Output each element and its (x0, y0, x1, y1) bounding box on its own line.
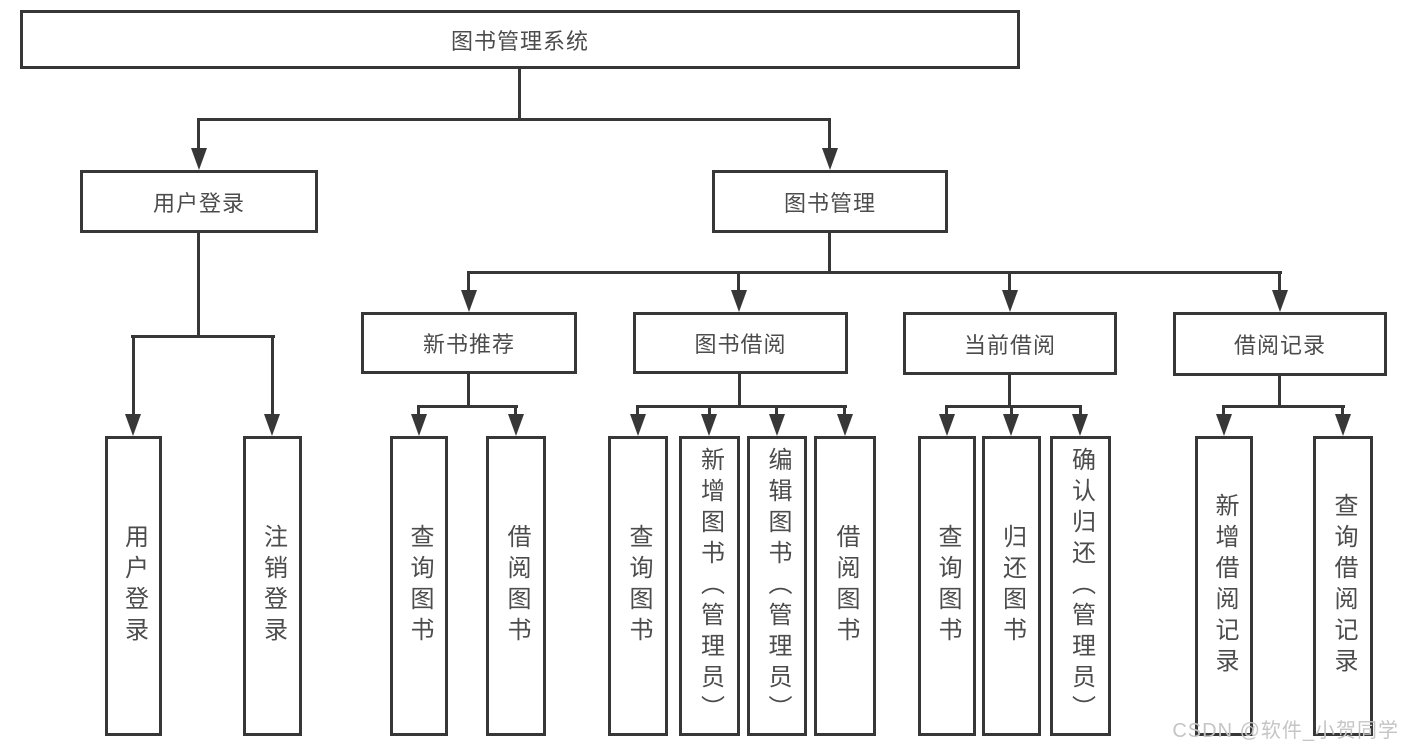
csdn-watermark: CSDN @软件_小贺同学 (1172, 720, 1399, 742)
connector-drop-leaf (1079, 405, 1082, 416)
connector-book-management-bus (467, 271, 1282, 274)
leaf-user-login: 用户登录 (105, 436, 162, 736)
leaf-query-borrow-record-label: 查询借阅记录 (1330, 493, 1357, 679)
leaf-borrow-books-borrowing-label: 借阅图书 (832, 524, 859, 648)
connector-drop-group (737, 271, 740, 292)
node-current-borrowing-label: 当前借阅 (963, 332, 1056, 358)
connector-drop-leaf (271, 335, 274, 416)
connector-group-stem (738, 372, 741, 408)
node-new-book-recommendation: 新书推荐 (361, 312, 577, 374)
connector-group-stem (1008, 373, 1011, 408)
arrow-down-icon (1216, 414, 1232, 436)
connector-group-bus (1222, 405, 1345, 408)
leaf-borrow-books-recommend-label: 借阅图书 (503, 524, 530, 648)
leaf-return-book-label: 归还图书 (998, 524, 1026, 648)
arrow-down-icon (837, 414, 853, 436)
leaf-return-book: 归还图书 (982, 436, 1041, 736)
arrow-down-icon (939, 414, 955, 436)
arrow-down-icon (461, 290, 477, 312)
connector-drop-leaf (132, 335, 135, 416)
connector-drop-leaf (775, 405, 778, 416)
connector-root-bus (197, 118, 831, 121)
node-book-management-label: 图书管理 (783, 190, 876, 216)
connector-drop-group (1008, 271, 1011, 292)
node-library-management-system-label: 图书管理系统 (450, 28, 589, 54)
leaf-confirm-return-admin-label: 确认归还（管理员） (1067, 446, 1095, 726)
arrow-down-icon (508, 414, 524, 436)
leaf-query-books-recommend: 查询图书 (390, 436, 448, 736)
connector-root-stem (518, 67, 521, 120)
connector-group-stem (467, 372, 470, 408)
connector-drop-leaf (1010, 405, 1013, 416)
node-current-borrowing: 当前借阅 (903, 312, 1117, 375)
arrow-down-icon (191, 148, 207, 170)
leaf-query-borrow-record: 查询借阅记录 (1313, 436, 1373, 736)
connector-group-bus (417, 405, 518, 408)
leaf-logout-label: 注销登录 (259, 524, 287, 648)
arrow-down-icon (630, 414, 646, 436)
node-borrowing-records: 借阅记录 (1173, 312, 1387, 376)
node-user-login-label: 用户登录 (152, 190, 245, 216)
leaf-add-borrow-record-label: 新增借阅记录 (1211, 493, 1238, 679)
arrow-down-icon (1272, 290, 1288, 312)
leaf-query-books-current-label: 查询图书 (934, 524, 961, 648)
arrow-down-icon (731, 290, 747, 312)
leaf-query-books-borrowing-label: 查询图书 (625, 524, 652, 648)
arrow-down-icon (411, 414, 427, 436)
node-borrowing-records-label: 借阅记录 (1233, 333, 1326, 358)
leaf-user-login-label: 用户登录 (120, 524, 148, 648)
leaf-borrow-books-recommend: 借阅图书 (486, 436, 546, 736)
arrow-down-icon (769, 414, 785, 436)
connector-drop-leaf (708, 405, 711, 416)
arrow-down-icon (1072, 414, 1088, 436)
connector-group-bus (636, 405, 847, 408)
arrow-down-icon (1003, 414, 1019, 436)
leaf-edit-book-admin: 编辑图书（管理员） (747, 436, 807, 736)
connector-user-login-bus (131, 335, 275, 338)
connector-user-login-stem (197, 232, 200, 338)
arrow-down-icon (1002, 290, 1018, 312)
arrow-down-icon (125, 414, 141, 436)
arrow-down-icon (264, 414, 280, 436)
connector-drop-leaf (636, 405, 639, 416)
connector-drop-book-management (828, 118, 831, 150)
connector-drop-leaf (417, 405, 420, 416)
node-book-management: 图书管理 (712, 170, 948, 233)
node-book-borrowing: 图书借阅 (633, 312, 848, 374)
connector-drop-leaf (514, 405, 517, 416)
leaf-borrow-books-borrowing: 借阅图书 (814, 436, 876, 736)
connector-drop-leaf (1341, 405, 1344, 416)
leaf-query-books-recommend-label: 查询图书 (406, 524, 433, 648)
node-library-management-system: 图书管理系统 (20, 10, 1020, 69)
connector-drop-group (467, 271, 470, 292)
arrow-down-icon (822, 148, 838, 170)
connector-drop-leaf (945, 405, 948, 416)
arrow-down-icon (1335, 414, 1351, 436)
leaf-logout: 注销登录 (243, 436, 302, 736)
connector-group-bus (945, 405, 1082, 408)
node-new-book-recommendation-label: 新书推荐 (422, 332, 515, 357)
arrow-down-icon (701, 414, 717, 436)
node-book-borrowing-label: 图书借阅 (694, 332, 787, 357)
connector-book-management-stem (828, 231, 831, 273)
leaf-query-books-current: 查询图书 (918, 436, 976, 736)
connector-drop-user-login (197, 118, 200, 150)
node-user-login: 用户登录 (80, 170, 318, 233)
leaf-confirm-return-admin: 确认归还（管理员） (1050, 436, 1111, 736)
connector-drop-leaf (1222, 405, 1225, 416)
leaf-add-borrow-record: 新增借阅记录 (1195, 436, 1253, 736)
leaf-edit-book-admin-label: 编辑图书（管理员） (764, 446, 791, 726)
connector-drop-group (1278, 271, 1281, 292)
connector-drop-leaf (843, 405, 846, 416)
leaf-add-book-admin: 新增图书（管理员） (679, 436, 740, 736)
connector-group-stem (1278, 374, 1281, 408)
leaf-query-books-borrowing: 查询图书 (608, 436, 668, 736)
leaf-add-book-admin-label: 新增图书（管理员） (696, 446, 724, 726)
